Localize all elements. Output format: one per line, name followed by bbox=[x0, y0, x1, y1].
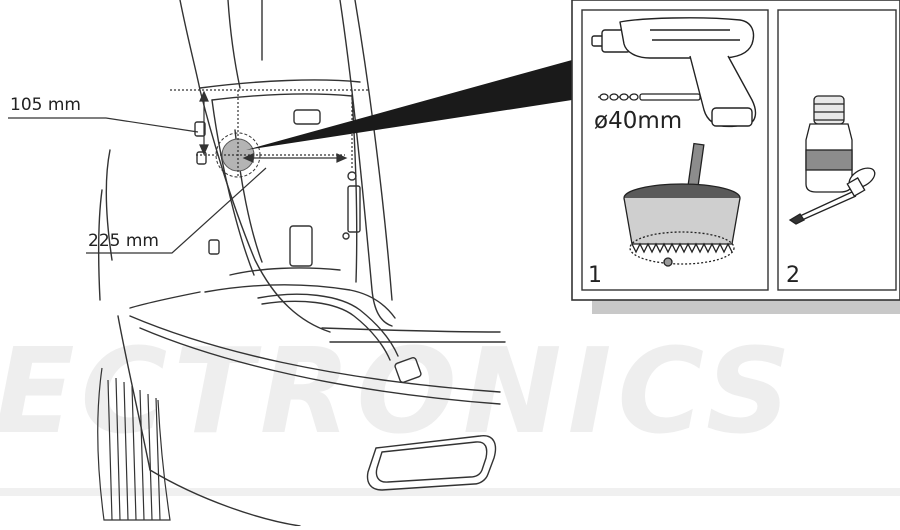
watermark-band bbox=[0, 488, 900, 496]
dimension-lines bbox=[8, 89, 370, 254]
drill-icon bbox=[591, 17, 757, 128]
paint-bottle-icon bbox=[805, 95, 853, 193]
callout-wedge bbox=[246, 60, 572, 150]
car-body bbox=[98, 0, 506, 527]
panel-tools-2: 2 bbox=[777, 9, 897, 291]
mud-flap bbox=[97, 367, 171, 521]
hole-size-label: ø40mm bbox=[594, 108, 682, 134]
panel2-number: 2 bbox=[786, 263, 800, 288]
drill-bit-icon bbox=[598, 93, 701, 101]
hole-saw-icon bbox=[623, 142, 741, 267]
dimension-label-horizontal: 225 mm bbox=[88, 231, 159, 251]
panel1-number: 1 bbox=[588, 263, 602, 288]
dimension-label-vertical: 105 mm bbox=[10, 95, 81, 115]
watermark-text: ECTRONICS bbox=[0, 322, 797, 460]
panels-shadow bbox=[592, 300, 900, 314]
brush-icon bbox=[788, 167, 876, 225]
